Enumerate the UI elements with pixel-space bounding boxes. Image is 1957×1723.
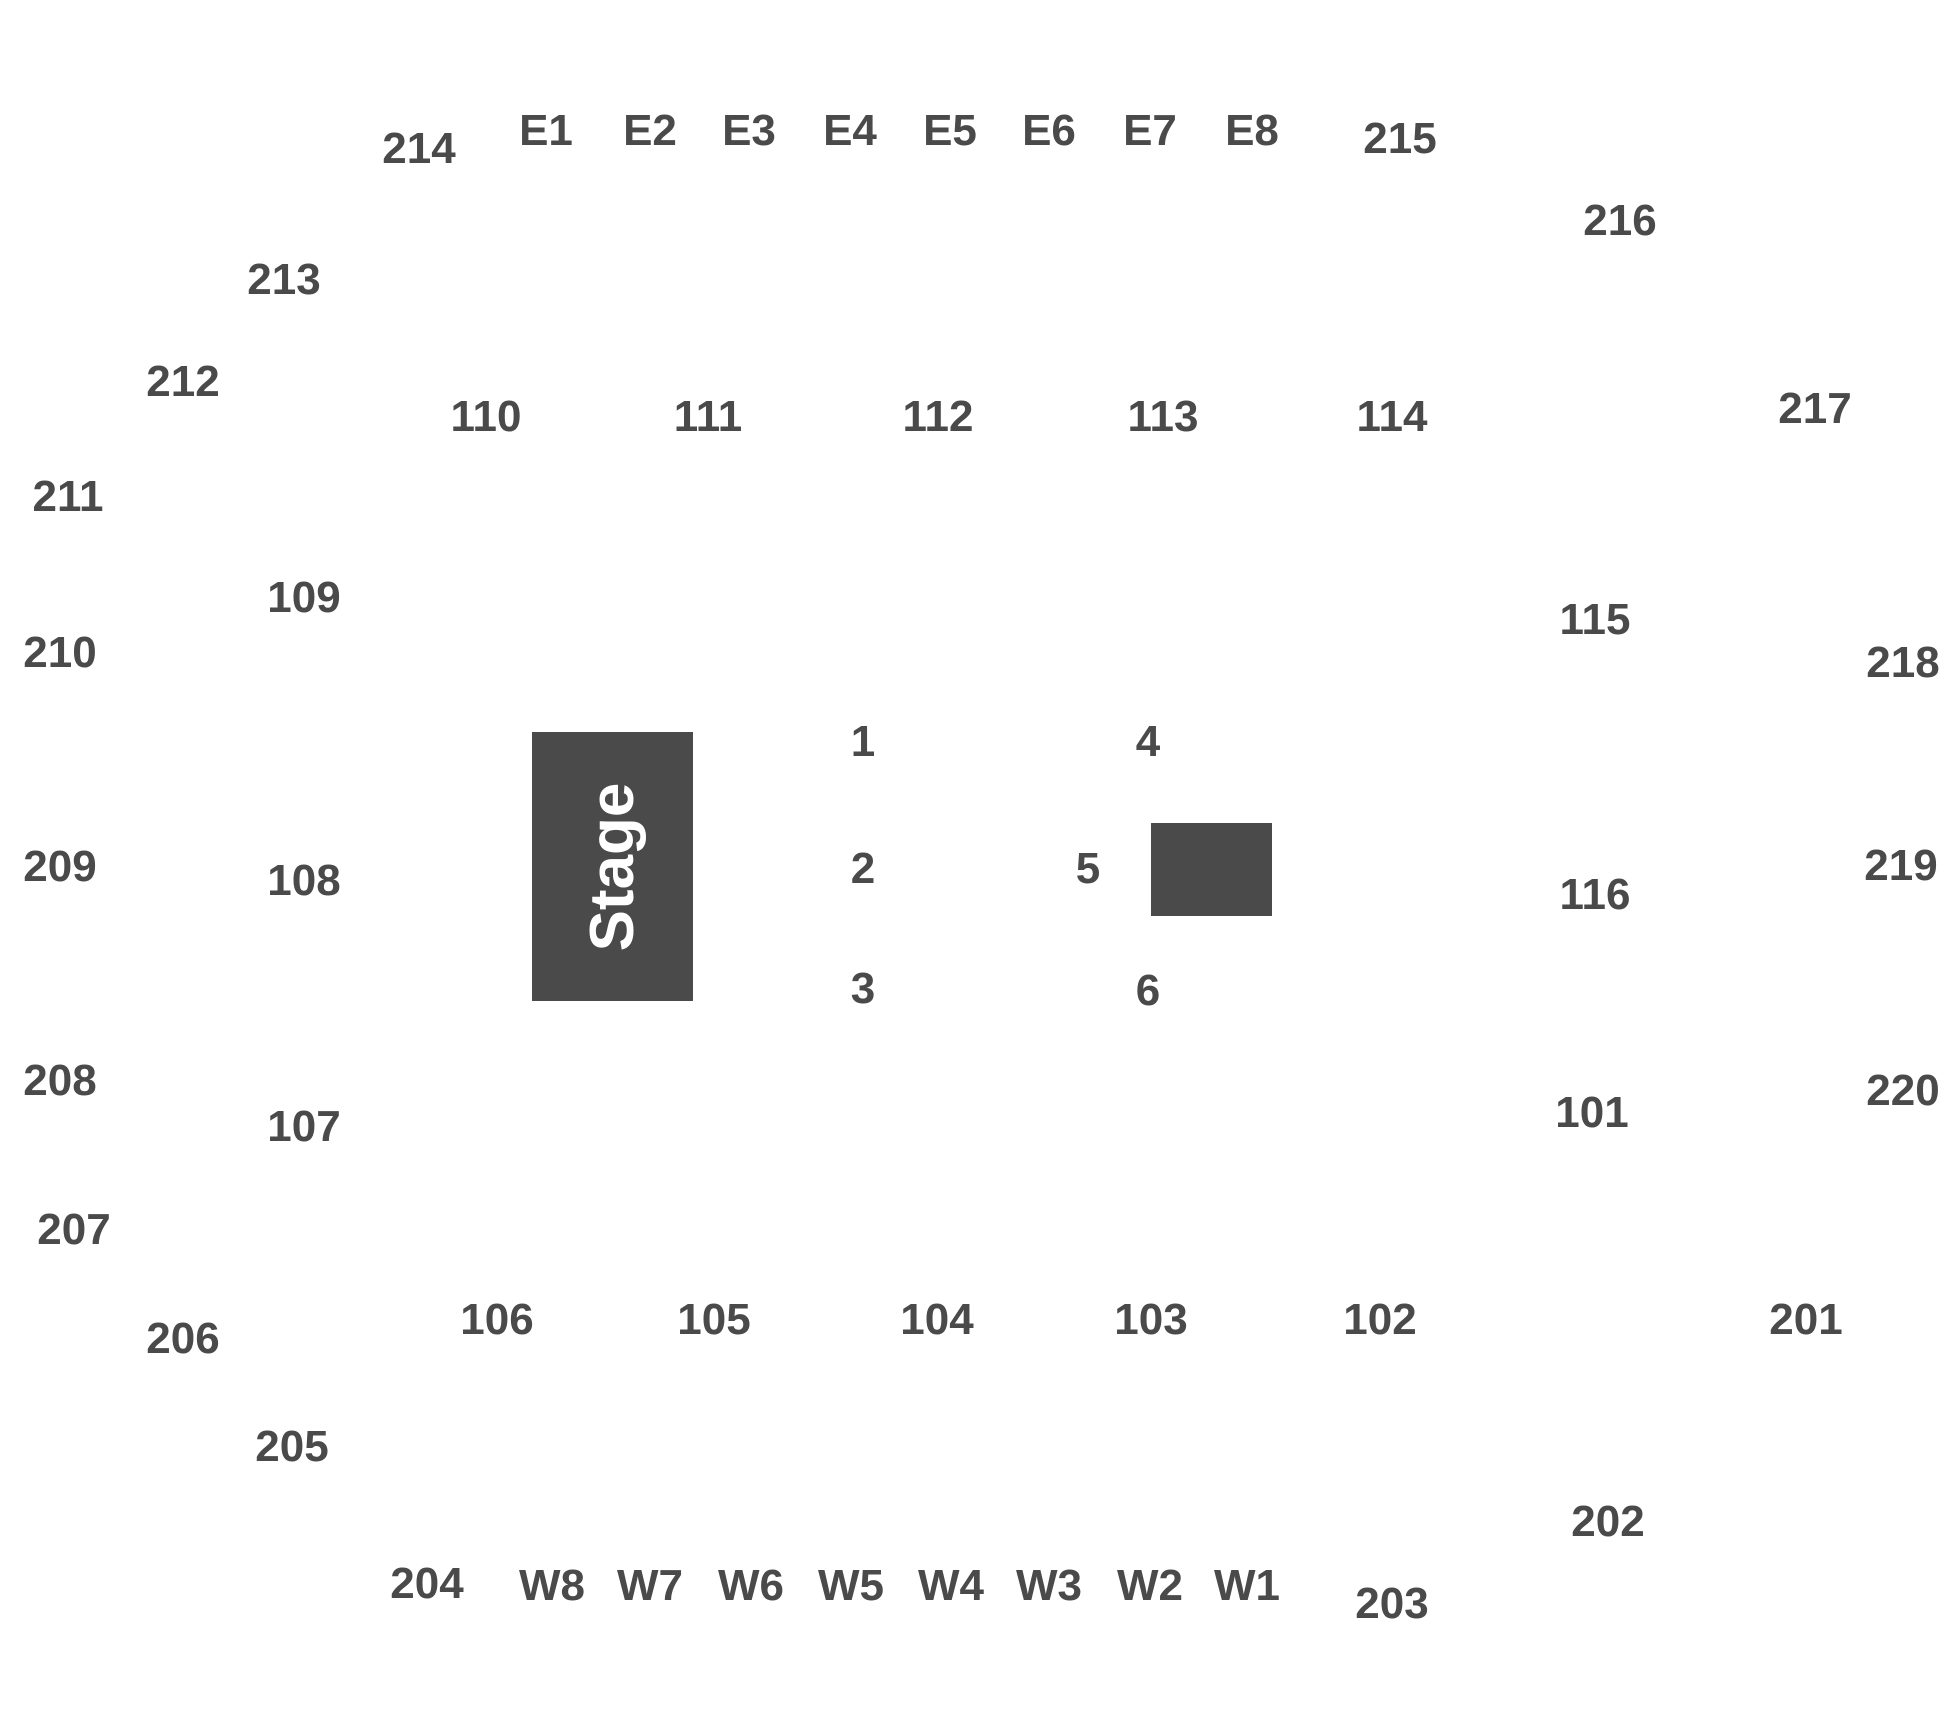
stage-block[interactable]: Stage	[532, 732, 693, 1001]
section-205[interactable]: 205	[255, 1422, 329, 1471]
section-103[interactable]: 103	[1114, 1295, 1188, 1344]
section-217[interactable]: 217	[1778, 384, 1852, 433]
section-207[interactable]: 207	[37, 1205, 111, 1254]
section-111[interactable]: 111	[673, 392, 743, 441]
section-w7[interactable]: W7	[617, 1561, 683, 1610]
section-e7[interactable]: E7	[1123, 106, 1177, 155]
section-w5[interactable]: W5	[818, 1561, 884, 1610]
section-w4[interactable]: W4	[918, 1561, 984, 1610]
section-201[interactable]: 201	[1769, 1295, 1843, 1344]
section-211[interactable]: 211	[32, 472, 104, 521]
section-212[interactable]: 212	[146, 357, 220, 406]
section-215[interactable]: 215	[1363, 114, 1437, 163]
section-214[interactable]: 214	[382, 124, 456, 173]
section-102[interactable]: 102	[1343, 1295, 1417, 1344]
section-110[interactable]: 110	[450, 392, 522, 441]
section-203[interactable]: 203	[1355, 1579, 1429, 1628]
section-e1[interactable]: E1	[519, 106, 573, 155]
floor-section-3[interactable]: 3	[850, 964, 876, 1013]
section-206[interactable]: 206	[146, 1314, 220, 1363]
floor-section-1[interactable]: 1	[850, 717, 876, 766]
section-202[interactable]: 202	[1571, 1497, 1645, 1546]
section-204[interactable]: 204	[390, 1559, 464, 1608]
section-208[interactable]: 208	[23, 1056, 97, 1105]
section-220[interactable]: 220	[1866, 1066, 1940, 1115]
section-108[interactable]: 108	[267, 856, 341, 905]
section-115[interactable]: 115	[1559, 595, 1631, 644]
section-105[interactable]: 105	[677, 1295, 751, 1344]
section-209[interactable]: 209	[23, 842, 97, 891]
floor-section-6[interactable]: 6	[1135, 966, 1161, 1015]
section-w3[interactable]: W3	[1016, 1561, 1082, 1610]
section-w1[interactable]: W1	[1214, 1561, 1280, 1610]
section-w2[interactable]: W2	[1117, 1561, 1183, 1610]
section-112[interactable]: 112	[902, 392, 974, 441]
floor-section-4[interactable]: 4	[1135, 717, 1161, 766]
floor-section-2[interactable]: 2	[850, 844, 876, 893]
section-114[interactable]: 114	[1356, 392, 1428, 441]
stage-label: Stage	[577, 782, 647, 951]
section-116[interactable]: 116	[1559, 870, 1631, 919]
section-218[interactable]: 218	[1866, 638, 1940, 687]
section-113[interactable]: 113	[1127, 392, 1199, 441]
section-106[interactable]: 106	[460, 1295, 534, 1344]
section-e2[interactable]: E2	[623, 106, 677, 155]
section-101[interactable]: 101	[1555, 1088, 1629, 1137]
section-210[interactable]: 210	[23, 628, 97, 677]
section-w6[interactable]: W6	[718, 1561, 784, 1610]
section-w8[interactable]: W8	[519, 1561, 585, 1610]
floor-section-5[interactable]: 5	[1075, 844, 1101, 893]
section-104[interactable]: 104	[900, 1295, 974, 1344]
section-109[interactable]: 109	[267, 573, 341, 622]
section-e4[interactable]: E4	[823, 106, 877, 155]
section-e8[interactable]: E8	[1225, 106, 1279, 155]
section-213[interactable]: 213	[247, 255, 321, 304]
section-e6[interactable]: E6	[1022, 106, 1076, 155]
section-219[interactable]: 219	[1864, 841, 1938, 890]
section-107[interactable]: 107	[267, 1102, 341, 1151]
section-216[interactable]: 216	[1583, 196, 1657, 245]
center-platform-block	[1151, 823, 1272, 916]
section-e3[interactable]: E3	[722, 106, 776, 155]
section-e5[interactable]: E5	[923, 106, 977, 155]
